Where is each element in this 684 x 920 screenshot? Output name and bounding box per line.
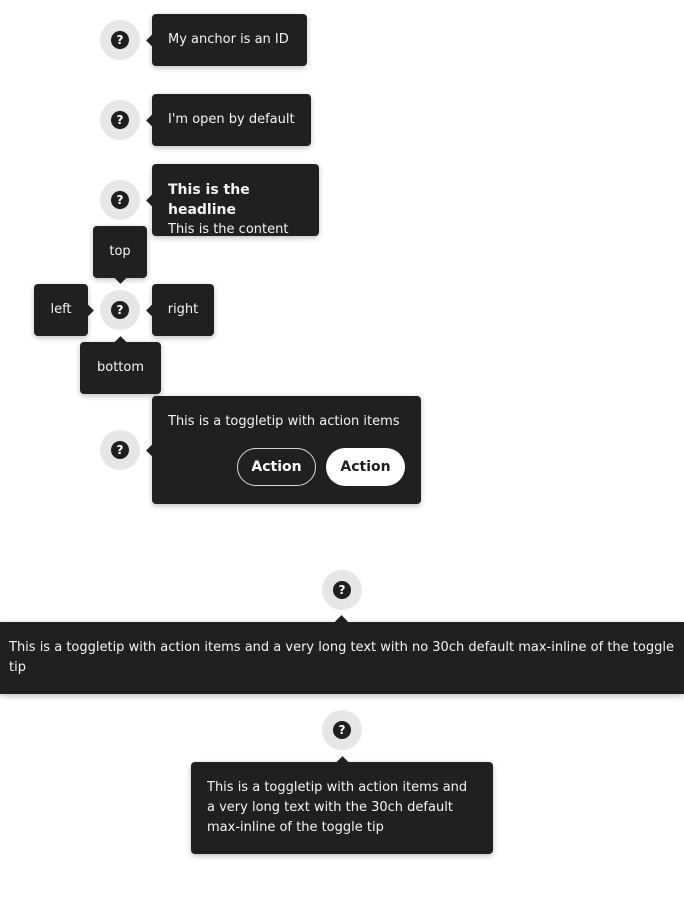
toggletip-open-default-anchor[interactable]: ? (100, 100, 140, 140)
toggletip-content: This is the content (168, 222, 289, 237)
toggletip-actions-anchor[interactable]: ? (100, 430, 140, 470)
toggletip-anchor-id[interactable]: ? (100, 20, 140, 60)
action-secondary-button[interactable]: Action (237, 448, 316, 486)
toggletip-headline-popup: This is the headline This is the content (152, 164, 319, 237)
question-circle-icon: ? (111, 111, 129, 129)
toggletip-text: left (50, 302, 72, 317)
question-circle-icon: ? (333, 721, 351, 739)
toggletip-long-no-max-popup: This is a toggletip with action items an… (0, 622, 684, 694)
question-circle-icon: ? (111, 441, 129, 459)
toggletip-text: My anchor is an ID (168, 32, 289, 47)
toggletip-headline: This is the headline (168, 182, 250, 218)
toggletip-long-max-anchor[interactable]: ? (322, 710, 362, 750)
toggletip-anchor-id-popup: My anchor is an ID (152, 14, 307, 66)
question-circle-icon: ? (111, 191, 129, 209)
toggletip-text: I'm open by default (168, 112, 295, 127)
toggletip-long-max-popup: This is a toggletip with action items an… (191, 762, 493, 854)
toggletip-left-popup: left (34, 284, 88, 336)
question-circle-icon: ? (111, 31, 129, 49)
question-circle-icon: ? (111, 301, 129, 319)
toggletip-actions-popup: This is a toggletip with action items Ac… (152, 396, 421, 504)
toggletip-long-no-max-anchor[interactable]: ? (322, 570, 362, 610)
toggletip-text: top (109, 244, 131, 259)
action-primary-button[interactable]: Action (326, 448, 405, 486)
toggletip-top-popup: top (93, 226, 147, 278)
toggletip-text: right (167, 302, 199, 317)
toggletip-text: This is a toggletip with action items an… (207, 780, 468, 835)
question-circle-icon: ? (333, 581, 351, 599)
toggletip-headline-anchor[interactable]: ? (100, 180, 140, 220)
toggletip-bottom-popup: bottom (80, 342, 161, 394)
toggletip-text: This is a toggletip with action items (168, 414, 400, 429)
toggletip-positions-anchor[interactable]: ? (100, 290, 140, 330)
toggletip-text: bottom (96, 360, 145, 375)
toggletip-text: This is a toggletip with action items an… (9, 640, 674, 675)
toggletip-open-default-popup: I'm open by default (152, 94, 311, 146)
toggletip-right-popup: right (152, 284, 214, 336)
